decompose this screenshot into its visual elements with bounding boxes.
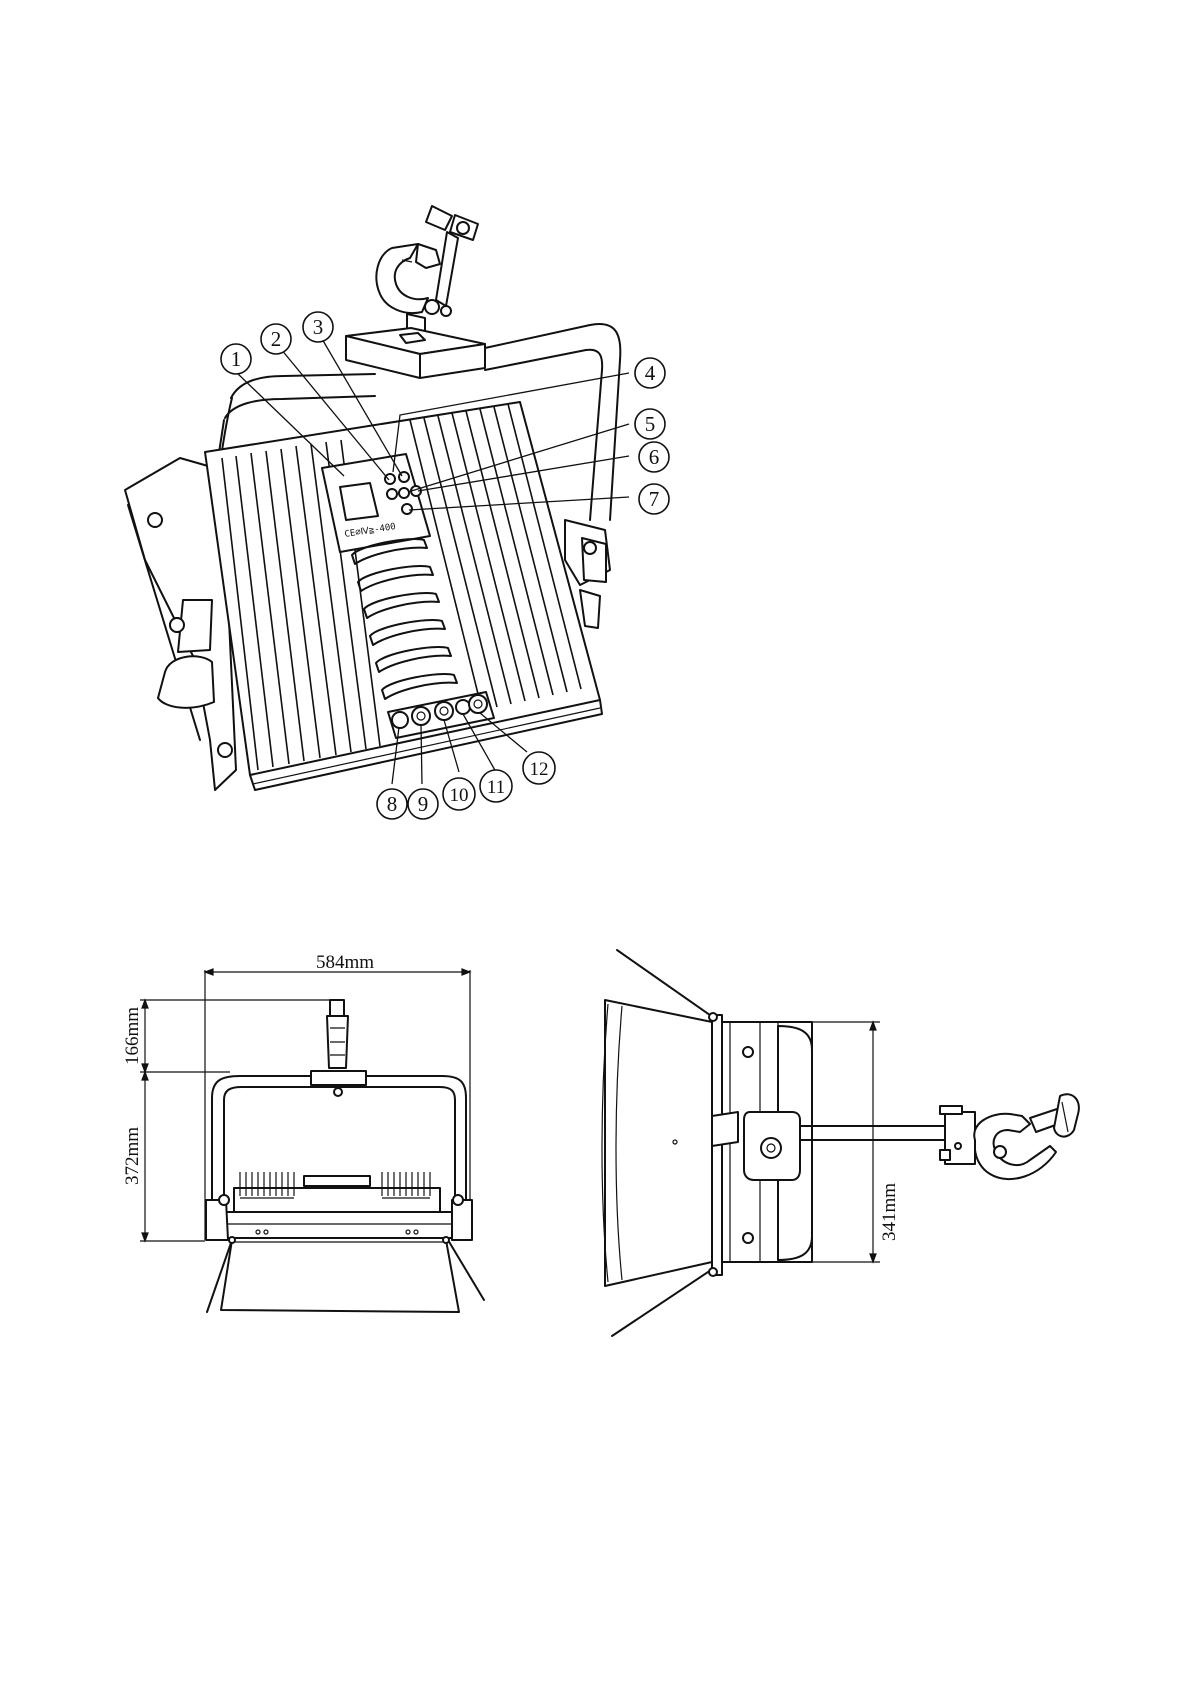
mounting-block <box>346 328 485 378</box>
svg-text:10: 10 <box>450 785 469 806</box>
dimension-side-height: 341mm <box>879 1183 900 1241</box>
svg-text:11: 11 <box>487 777 505 798</box>
callout-2: 2 <box>261 324 291 354</box>
callout-11: 11 <box>480 770 512 802</box>
dimension-clamp-height: 166mm <box>122 1007 143 1065</box>
callout-1: 1 <box>221 344 251 374</box>
svg-text:6: 6 <box>649 445 660 469</box>
connector <box>392 712 408 728</box>
dimension-width: 584mm <box>316 952 374 973</box>
svg-text:4: 4 <box>645 361 656 385</box>
control-button[interactable] <box>399 488 409 498</box>
callout-6: 6 <box>639 442 669 472</box>
hanging-clamp <box>376 206 478 336</box>
svg-text:8: 8 <box>387 792 398 816</box>
callout-4: 4 <box>635 358 665 388</box>
svg-text:1: 1 <box>231 347 242 371</box>
front-view: 584mm 166mm 372mm <box>122 952 484 1312</box>
callout-8: 8 <box>377 789 407 819</box>
callout-3: 3 <box>303 312 333 342</box>
side-view: 341mm <box>602 950 1079 1336</box>
housing: CE∅Ⅳ≧-400 <box>125 402 602 790</box>
callout-5: 5 <box>635 409 665 439</box>
control-button[interactable] <box>385 474 395 484</box>
callout-12: 12 <box>523 752 555 784</box>
svg-text:12: 12 <box>530 759 549 780</box>
connector <box>435 702 453 720</box>
svg-text:9: 9 <box>418 792 429 816</box>
svg-text:7: 7 <box>649 487 660 511</box>
control-button[interactable] <box>387 489 397 499</box>
dimension-body-height: 372mm <box>122 1127 143 1185</box>
callout-9: 9 <box>408 789 438 819</box>
control-button[interactable] <box>402 504 412 514</box>
callout-7: 7 <box>639 484 669 514</box>
svg-text:5: 5 <box>645 412 656 436</box>
callout-10: 10 <box>443 778 475 810</box>
svg-text:3: 3 <box>313 315 324 339</box>
connector <box>469 695 487 713</box>
connector <box>456 700 470 714</box>
svg-text:2: 2 <box>271 327 282 351</box>
connector <box>412 707 430 725</box>
isometric-view: CE∅Ⅳ≧-400 <box>125 206 669 819</box>
